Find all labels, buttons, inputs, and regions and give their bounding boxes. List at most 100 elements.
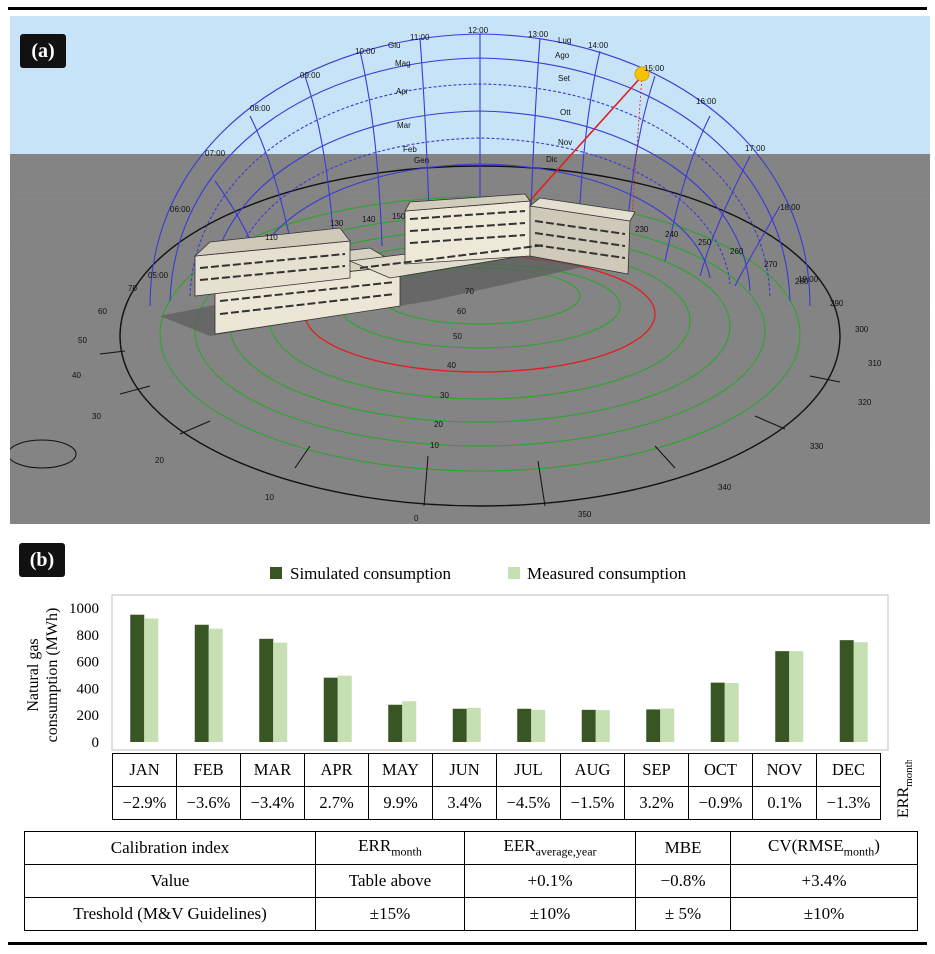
bar-measured-may <box>402 701 417 742</box>
azimuth-label: 20 <box>155 456 164 465</box>
azimuth-label: 290 <box>830 299 844 308</box>
hour-label: 12:00 <box>468 26 489 35</box>
bar-measured-apr <box>337 675 352 742</box>
y-tick-label: 400 <box>77 681 100 697</box>
month-cell: JUN <box>432 753 497 787</box>
azimuth-label: 240 <box>665 230 679 239</box>
table-cell: ±10% <box>730 897 918 931</box>
err-cell: −0.9% <box>688 786 753 820</box>
azimuth-label: 30 <box>92 412 101 421</box>
header-calibration-index: Calibration index <box>24 831 316 865</box>
header-err-month: ERRmonth <box>315 831 465 865</box>
azimuth-label: 270 <box>764 260 778 269</box>
top-rule <box>8 7 927 10</box>
err-side-label-main: ERRmonth <box>895 760 915 818</box>
calibration-header-row: Calibration index ERRmonth EERaverage,ye… <box>24 831 918 865</box>
bar-measured-oct <box>724 683 739 742</box>
sun-path-dome <box>149 33 811 307</box>
y-axis-label: Natural gas consumption (MWh) <box>25 608 61 743</box>
azimuth-label: 10 <box>265 493 274 502</box>
plot-frame <box>111 594 889 751</box>
legend-swatch-simulated <box>270 567 282 579</box>
month-cell: MAR <box>240 753 305 787</box>
bar-simulated-nov <box>775 651 790 742</box>
hour-label: 16:00 <box>696 97 717 106</box>
bar-simulated-sep <box>646 709 661 742</box>
month-label: Ago <box>555 51 570 60</box>
table-cell: −0.8% <box>635 864 731 898</box>
sun-drop-line <box>631 75 643 217</box>
hour-label: 18:00 <box>780 203 801 212</box>
err-cell: 2.7% <box>304 786 369 820</box>
month-cell: APR <box>304 753 369 787</box>
hour-label: 13:00 <box>528 30 549 39</box>
month-label: Apr <box>396 87 409 96</box>
panel-a-label: (a) <box>20 34 66 68</box>
err-side-label: ERRmonth <box>895 760 915 818</box>
month-cell: SEP <box>624 753 689 787</box>
y-tick-label: 0 <box>92 735 100 751</box>
bar-measured-jul <box>531 709 546 742</box>
azimuth-label: 60 <box>98 307 107 316</box>
month-label: Gen <box>414 156 429 165</box>
table-cell: ± 5% <box>635 897 731 931</box>
err-row: −2.9% −3.6% −3.4% 2.7% 9.9% 3.4% −4.5% −… <box>112 786 881 820</box>
dome-labels: 08:00 09:00 10:00 11:00 12:00 13:00 14:0… <box>148 26 819 450</box>
hour-label: 07:00 <box>205 149 226 158</box>
hour-label: 14:00 <box>588 41 609 50</box>
sun-path-diagram: 08:00 09:00 10:00 11:00 12:00 13:00 14:0… <box>10 16 930 524</box>
bar-measured-feb <box>208 628 223 742</box>
hour-label: 05:00 <box>148 271 169 280</box>
err-cell: 3.4% <box>432 786 497 820</box>
altitude-label: 50 <box>453 332 462 341</box>
azimuth-label: 0 <box>414 514 419 523</box>
calibration-threshold-row: Treshold (M&V Guidelines) ±15% ±10% ± 5%… <box>24 897 918 931</box>
hour-label: 17:00 <box>745 144 766 153</box>
azimuth-label: 140 <box>362 215 376 224</box>
y-axis-label-line1: Natural gas <box>25 638 42 711</box>
azimuth-label: 300 <box>855 325 869 334</box>
month-row: JAN FEB MAR APR MAY JUN JUL AUG SEP OCT … <box>112 753 881 787</box>
table-cell: Value <box>24 864 316 898</box>
bar-simulated-jul <box>517 708 532 742</box>
calibration-table: Calibration index ERRmonth EERaverage,ye… <box>24 831 918 931</box>
bar-simulated-dec <box>839 640 854 742</box>
header-mbe: MBE <box>635 831 731 865</box>
altitude-label: 40 <box>447 361 456 370</box>
bar-measured-jun <box>466 707 481 742</box>
table-cell: +3.4% <box>730 864 918 898</box>
bar-measured-jan <box>144 618 159 742</box>
consumption-bar-chart: Simulated consumption Measured consumpti… <box>25 564 889 751</box>
hour-label: 15:00 <box>644 64 665 73</box>
panel-b-label: (b) <box>19 543 65 577</box>
y-tick-label: 200 <box>77 708 100 724</box>
azimuth-label: 320 <box>858 398 872 407</box>
hospital-building <box>160 193 636 336</box>
monthly-err-table: JAN FEB MAR APR MAY JUN JUL AUG SEP OCT … <box>112 753 881 820</box>
altitude-label: 30 <box>440 391 449 400</box>
y-tick-label: 600 <box>77 655 100 671</box>
bar-simulated-aug <box>581 709 596 742</box>
azimuth-label: 130 <box>330 219 344 228</box>
hour-label: 19:00 <box>798 275 819 284</box>
table-cell: ±10% <box>464 897 636 931</box>
hour-label: 06:00 <box>170 205 191 214</box>
month-label: Mag <box>395 59 411 68</box>
azimuth-labels: 0 10 20 30 40 50 60 70 110 130 140 150 2… <box>72 212 882 523</box>
table-cell: +0.1% <box>464 864 636 898</box>
bar-simulated-mar <box>259 638 274 742</box>
bottom-rule <box>8 942 927 945</box>
azimuth-label: 70 <box>128 284 137 293</box>
y-tick-label: 800 <box>77 628 100 644</box>
err-cell: 0.1% <box>752 786 817 820</box>
azimuth-ticks <box>99 350 841 507</box>
bar-series <box>130 614 868 742</box>
azimuth-label: 40 <box>72 371 81 380</box>
sun-icon <box>634 66 650 82</box>
legend-label-simulated: Simulated consumption <box>290 564 452 583</box>
bar-simulated-may <box>388 704 403 742</box>
bar-measured-sep <box>660 708 675 742</box>
err-cell: 3.2% <box>624 786 689 820</box>
month-label: Dic <box>546 155 558 164</box>
